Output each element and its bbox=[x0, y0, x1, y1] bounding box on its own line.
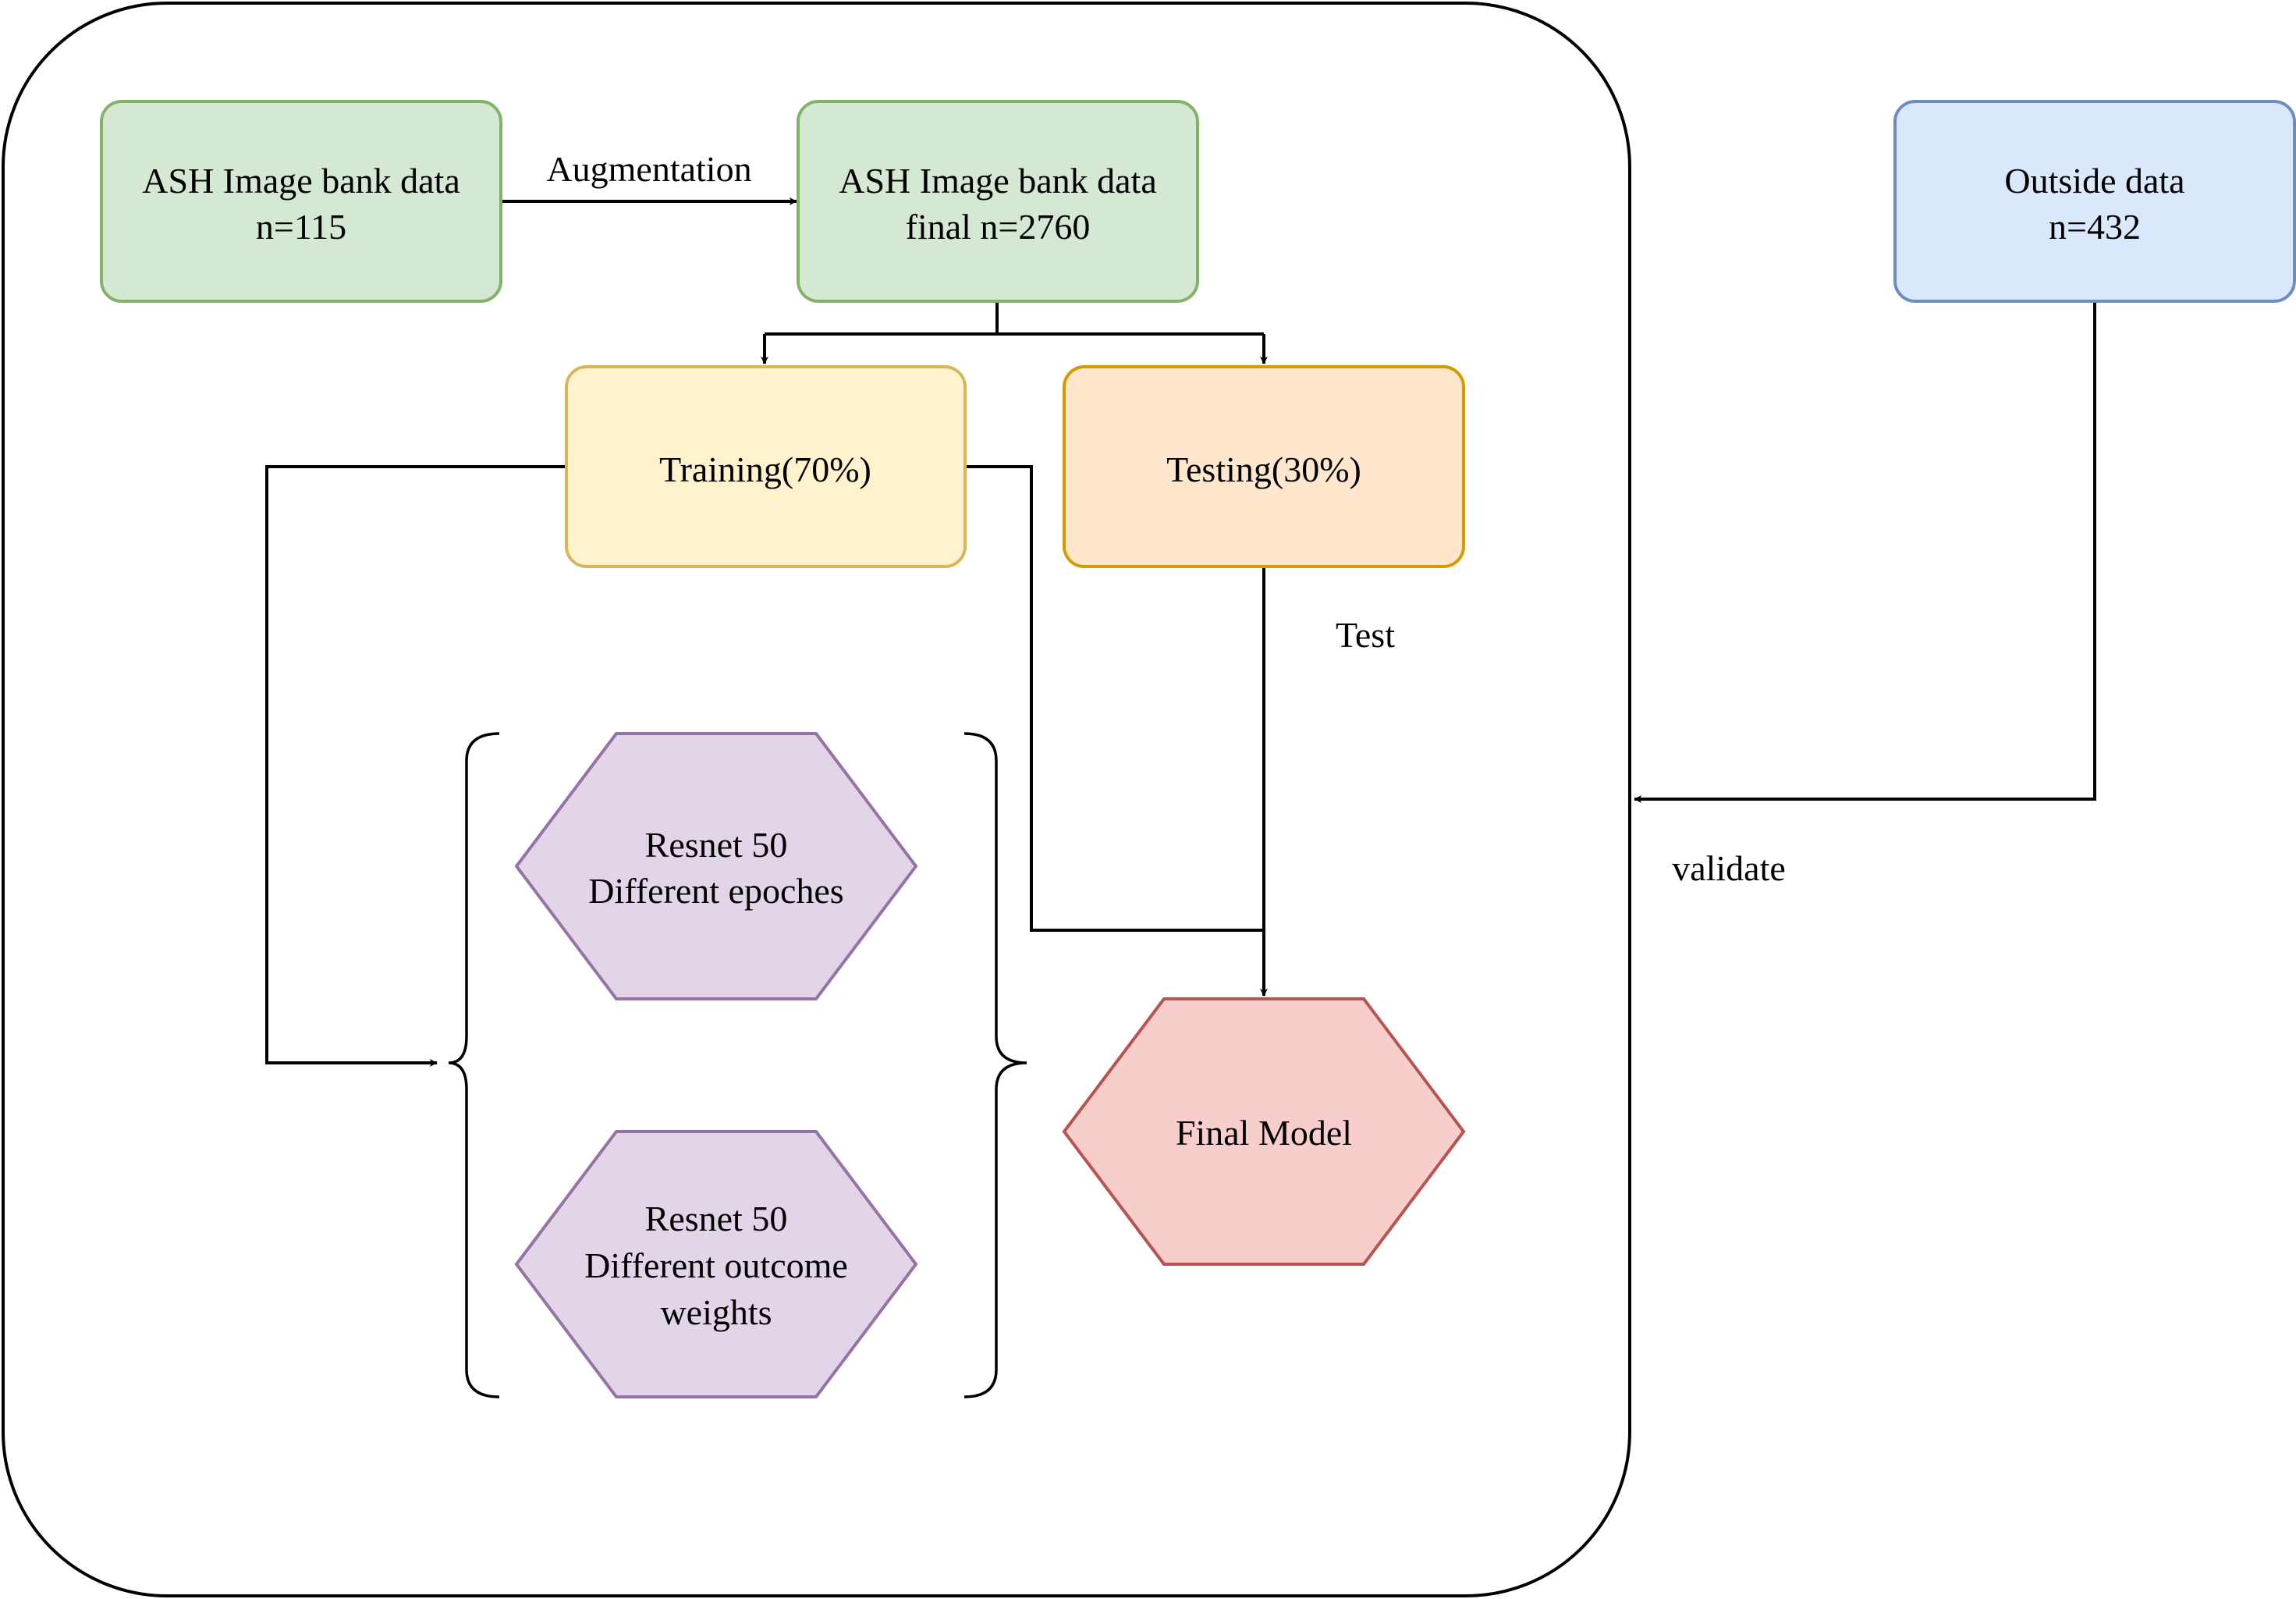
resnet-weights-title: Resnet 50 bbox=[645, 1199, 788, 1238]
testing-label: Testing(30%) bbox=[1166, 449, 1361, 489]
outside-data-count: n=432 bbox=[2049, 207, 2141, 247]
testing-node: Testing(30%) bbox=[1063, 365, 1465, 568]
resnet-weights-detail-2: weights bbox=[660, 1292, 772, 1332]
augmentation-label: Augmentation bbox=[546, 149, 751, 189]
ash-image-bank-final-node: ASH Image bank data final n=2760 bbox=[797, 100, 1199, 303]
training-node: Training(70%) bbox=[565, 365, 967, 568]
outside-data-node: Outside data n=432 bbox=[1893, 100, 2296, 303]
ash-image-bank-raw-node: ASH Image bank data n=115 bbox=[100, 100, 502, 303]
ash-final-title: ASH Image bank data bbox=[839, 161, 1157, 201]
training-to-final-line bbox=[965, 465, 1264, 932]
training-label: Training(70%) bbox=[659, 449, 871, 489]
training-to-models-arrow bbox=[265, 465, 566, 1067]
resnet-epochs-title: Resnet 50 bbox=[645, 825, 788, 865]
resnet-weights-node: Resnet 50 Different outcome weights bbox=[514, 1130, 918, 1398]
resnet-epochs-detail: Different epoches bbox=[588, 871, 843, 911]
resnet-weights-detail: Different outcome bbox=[584, 1245, 848, 1285]
validate-label: validate bbox=[1672, 848, 1786, 888]
validate-arrow bbox=[1634, 301, 2096, 803]
ash-raw-count: n=115 bbox=[256, 207, 346, 247]
resnet-epochs-node: Resnet 50 Different epoches bbox=[514, 732, 918, 1000]
right-square-bracket bbox=[963, 732, 1027, 1398]
outside-data-title: Outside data bbox=[2004, 161, 2184, 201]
left-curly-brace bbox=[448, 732, 500, 1398]
final-model-label: Final Model bbox=[1176, 1113, 1352, 1153]
test-label: Test bbox=[1336, 615, 1395, 655]
ash-raw-title: ASH Image bank data bbox=[142, 161, 460, 201]
final-model-node: Final Model bbox=[1062, 997, 1466, 1266]
ash-final-count: final n=2760 bbox=[906, 207, 1091, 247]
